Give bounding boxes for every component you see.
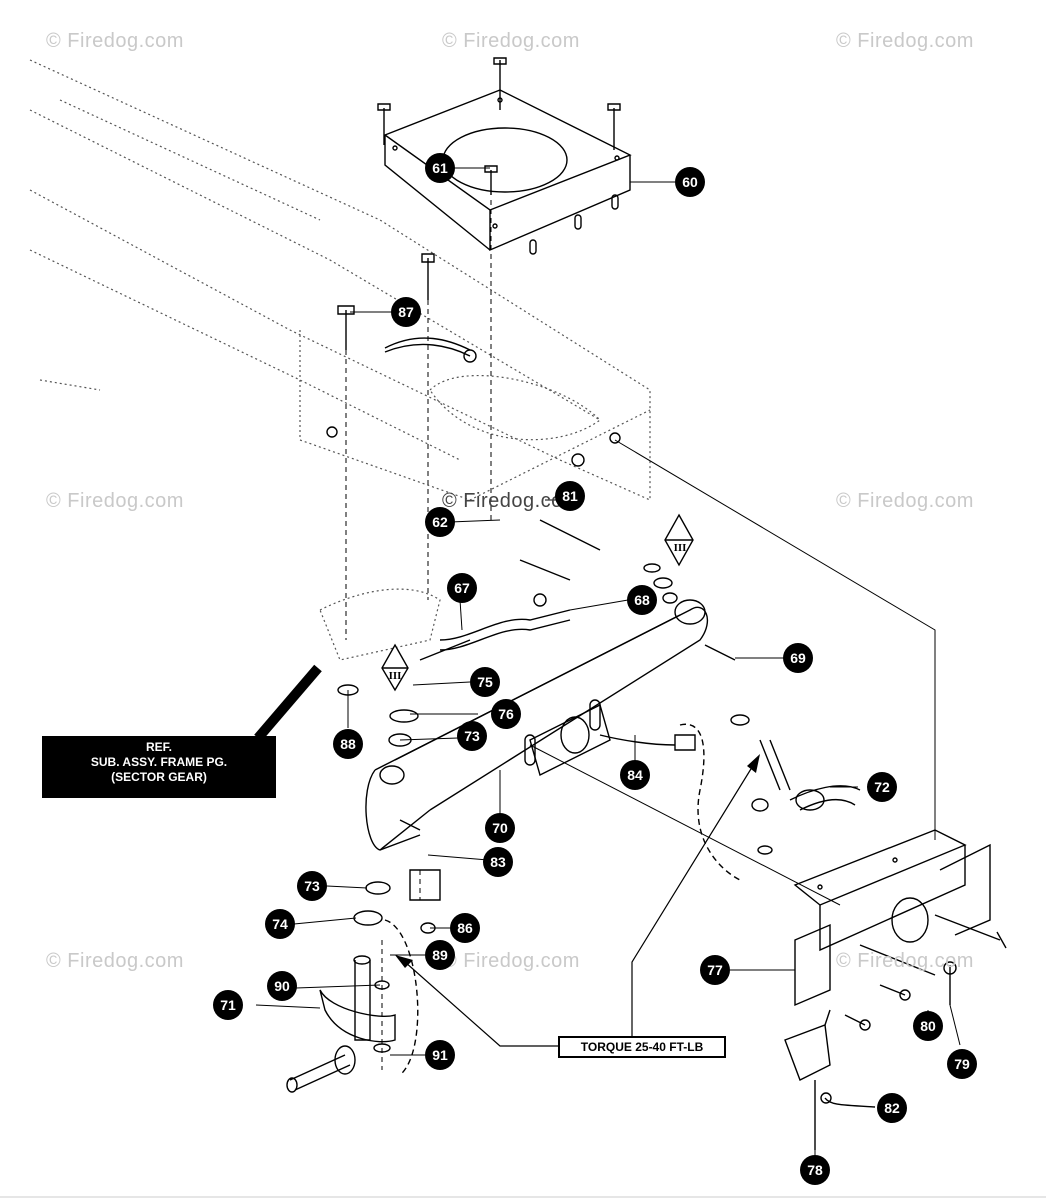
- plate-bolts: [337, 57, 621, 350]
- torque-leaders: [404, 763, 755, 1047]
- spindle-left-71: [286, 919, 419, 1093]
- callout-80[interactable]: 80: [913, 1011, 943, 1041]
- front-axle-70: [365, 599, 736, 851]
- callout-91[interactable]: 91: [425, 1040, 455, 1070]
- torque-arrowheads: [395, 754, 760, 968]
- callout-75[interactable]: 75: [470, 667, 500, 697]
- watermark: © Firedog.com: [442, 30, 580, 52]
- watermark: © Firedog.com: [836, 30, 974, 52]
- callout-76[interactable]: 76: [491, 699, 521, 729]
- callout-70[interactable]: 70: [485, 813, 515, 843]
- callout-69[interactable]: 69: [783, 643, 813, 673]
- callout-90[interactable]: 90: [267, 971, 297, 1001]
- watermark: © Firedog.com: [442, 490, 580, 512]
- tie-rod-84: [599, 723, 741, 881]
- section-marker-left: [381, 643, 409, 692]
- assembly-line-2: [529, 744, 841, 906]
- callout-72[interactable]: 72: [867, 772, 897, 802]
- page-bottom-divider: [0, 1196, 1046, 1198]
- callout-88[interactable]: 88: [333, 729, 363, 759]
- drag-link-67-68: [419, 593, 571, 661]
- reference-note-line-2: SUB. ASSY. FRAME PG.: [90, 755, 228, 769]
- callout-81[interactable]: 81: [555, 481, 585, 511]
- callout-60[interactable]: 60: [675, 167, 705, 197]
- watermark: © Firedog.com: [46, 950, 184, 972]
- callout-62[interactable]: 62: [425, 507, 455, 537]
- callout-82[interactable]: 82: [877, 1093, 907, 1123]
- callout-83[interactable]: 83: [483, 847, 513, 877]
- callout-77[interactable]: 77: [700, 955, 730, 985]
- frame-outline-dotted: [29, 59, 651, 661]
- reference-note: REF. SUB. ASSY. FRAME PG. (SECTOR GEAR): [42, 736, 276, 798]
- leader-lines: [255, 167, 961, 1155]
- reference-note-line-3: (SECTOR GEAR): [111, 770, 207, 784]
- ref-leader: [254, 664, 322, 742]
- mounting-plate-60: [383, 89, 632, 255]
- watermark: © Firedog.com: [442, 950, 580, 972]
- callout-87[interactable]: 87: [391, 297, 421, 327]
- callout-84[interactable]: 84: [620, 760, 650, 790]
- hardware-stack-right: [519, 519, 678, 604]
- section-marker-label-upper: III: [673, 542, 687, 554]
- callout-67[interactable]: 67: [447, 573, 477, 603]
- torque-note: TORQUE 25-40 FT-LB: [558, 1036, 726, 1058]
- callout-73[interactable]: 73: [457, 721, 487, 751]
- frame-bracket: [326, 337, 621, 467]
- callout-73[interactable]: 73: [297, 871, 327, 901]
- callout-68[interactable]: 68: [627, 585, 657, 615]
- watermark: © Firedog.com: [836, 950, 974, 972]
- bolts-right: [844, 914, 1007, 1031]
- bracket-78: [784, 1009, 876, 1150]
- watermark: © Firedog.com: [836, 490, 974, 512]
- watermark: © Firedog.com: [46, 30, 184, 52]
- watermark: © Firedog.com: [46, 490, 184, 512]
- callout-86[interactable]: 86: [450, 913, 480, 943]
- guide-lines: [345, 200, 492, 1070]
- callout-78[interactable]: 78: [800, 1155, 830, 1185]
- assembly-line-1: [614, 439, 936, 840]
- section-marker-upper-right: [664, 513, 694, 567]
- callout-71[interactable]: 71: [213, 990, 243, 1020]
- callout-89[interactable]: 89: [425, 940, 455, 970]
- callout-74[interactable]: 74: [265, 909, 295, 939]
- spindle-right-72: [730, 714, 861, 855]
- section-marker-label-left: III: [388, 670, 402, 682]
- reference-note-line-1: REF.: [145, 740, 172, 754]
- bracket-77: [793, 829, 991, 1007]
- callout-79[interactable]: 79: [947, 1049, 977, 1079]
- callout-61[interactable]: 61: [425, 153, 455, 183]
